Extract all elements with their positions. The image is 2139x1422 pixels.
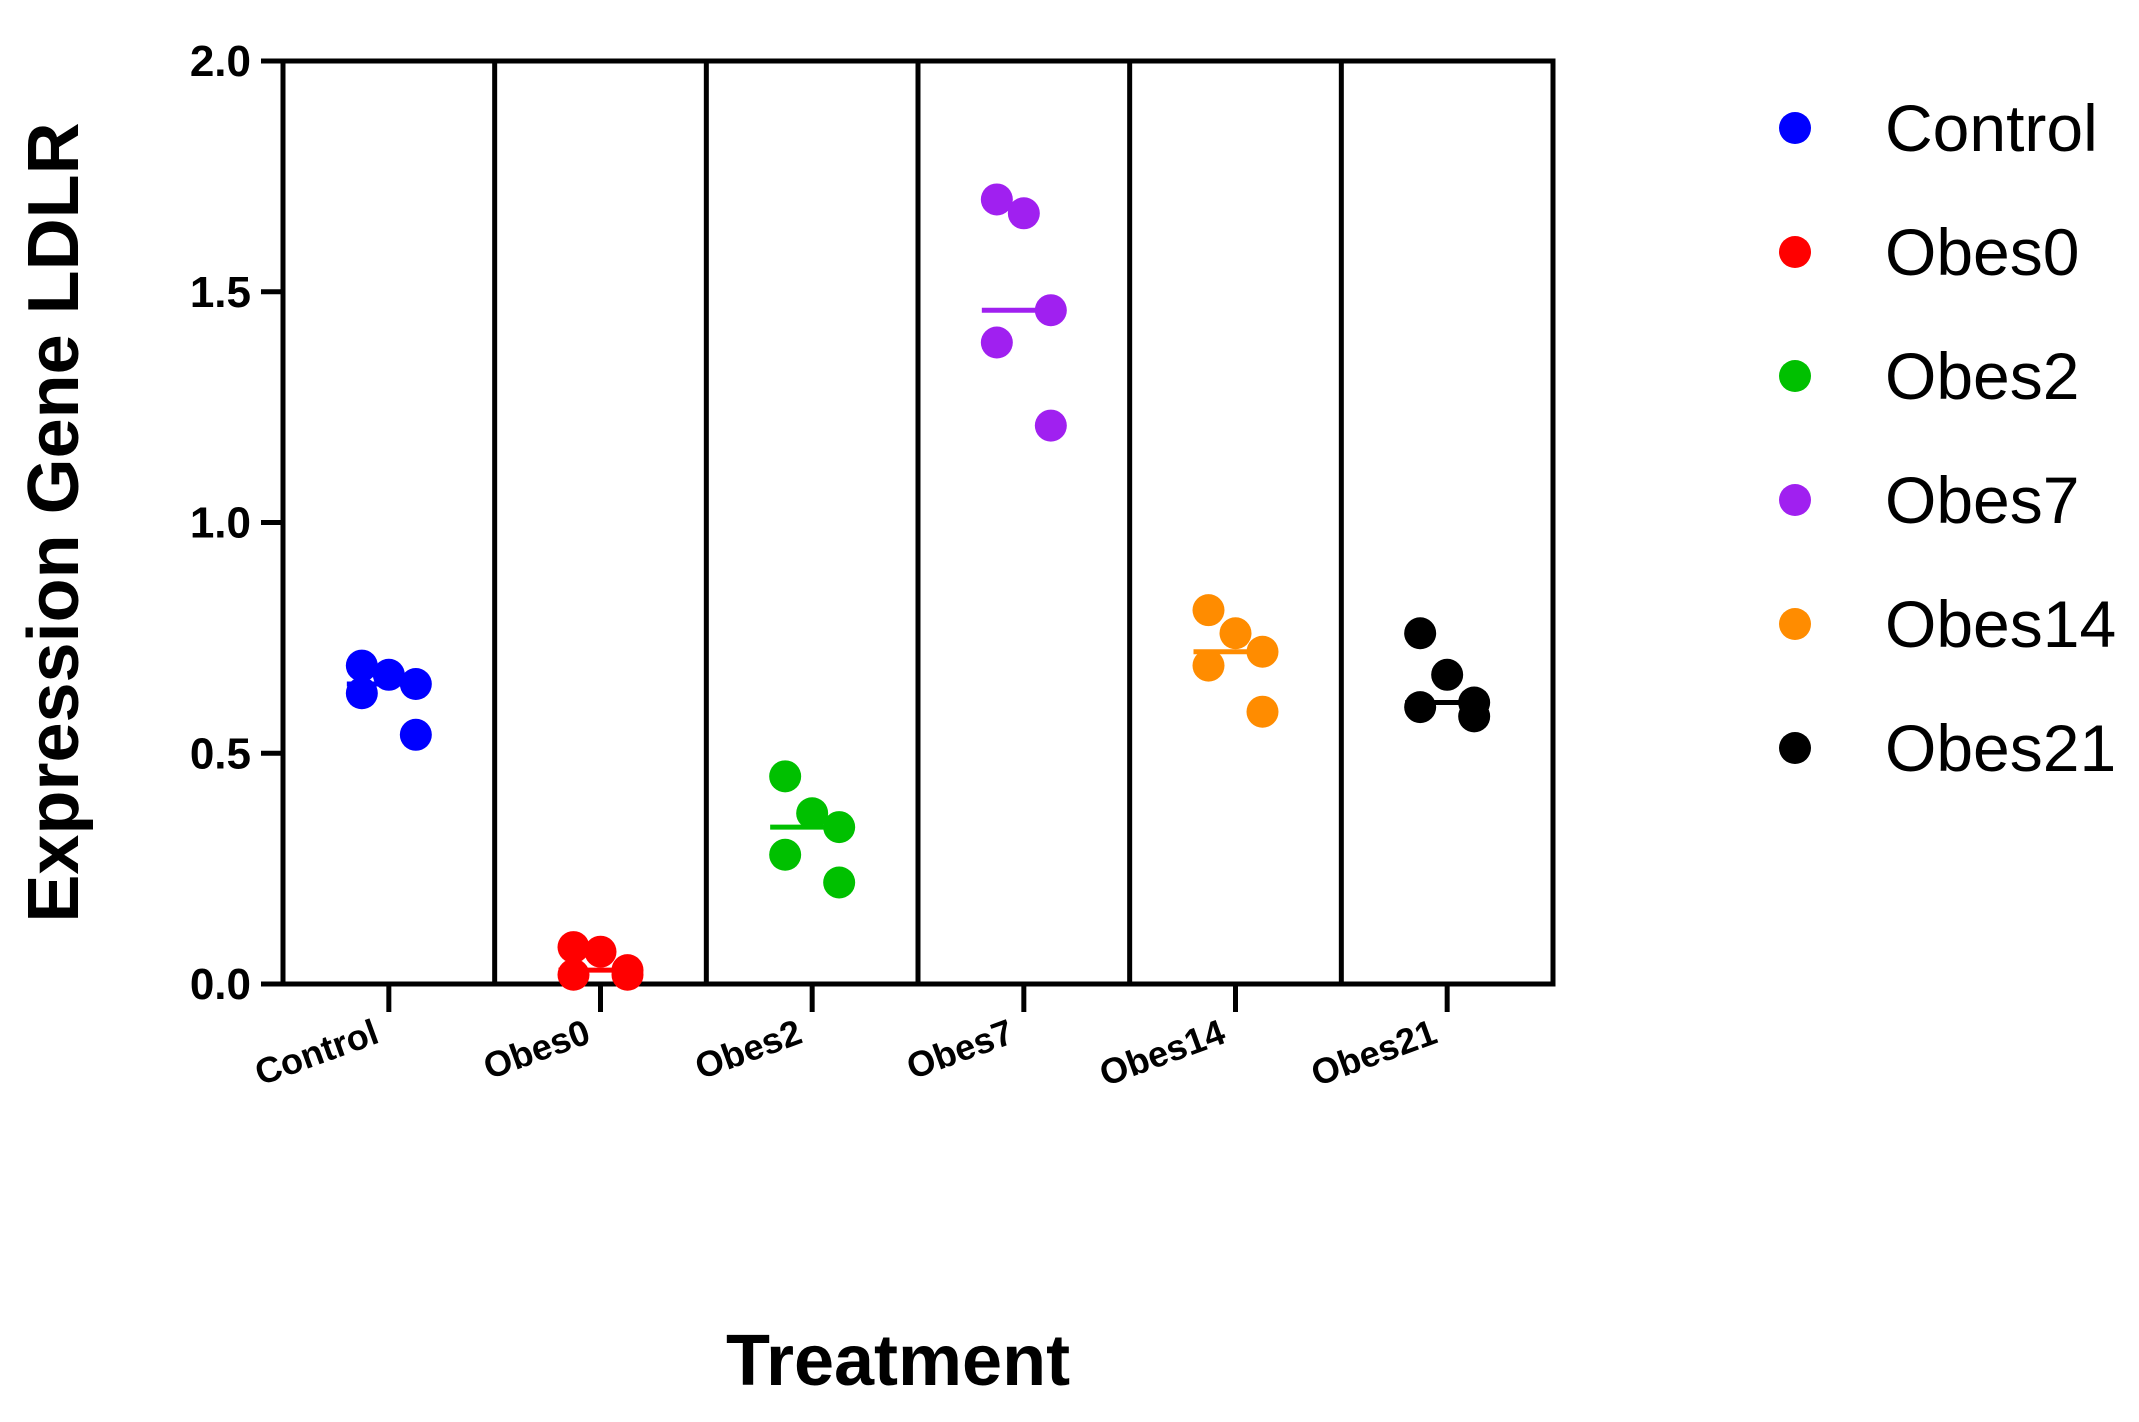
legend-label: Obes14 [1885, 587, 2116, 661]
data-point [1192, 649, 1225, 682]
data-point [769, 760, 802, 793]
data-point [1034, 409, 1067, 442]
legend-marker [1779, 112, 1811, 144]
legend-label: Obes0 [1885, 215, 2079, 289]
data-point [1404, 617, 1437, 650]
x-tick-label: Obes2 [689, 1011, 806, 1087]
data-point [1246, 695, 1279, 728]
x-tick-label: Obes7 [901, 1011, 1018, 1087]
data-point [557, 958, 590, 991]
x-tick-label: Obes0 [478, 1011, 595, 1087]
data-point [1007, 197, 1040, 230]
x-tick-label: Control [249, 1011, 383, 1093]
data-point [823, 866, 856, 899]
data-point [611, 958, 644, 991]
y-tick-label: 0.0 [190, 960, 251, 1009]
data-point [1404, 691, 1437, 724]
x-tick-label: Obes21 [1306, 1011, 1442, 1094]
x-tick-label: Obes14 [1094, 1011, 1230, 1094]
data-point [796, 797, 829, 830]
y-tick-label: 2.0 [190, 37, 251, 86]
y-tick-label: 0.5 [190, 729, 251, 778]
data-point [1431, 658, 1464, 691]
data-point [980, 326, 1013, 359]
legend-marker [1779, 236, 1811, 268]
median-lines [346, 307, 1490, 973]
data-point [769, 838, 802, 871]
legend-marker [1779, 732, 1811, 764]
y-tick-label: 1.5 [190, 268, 251, 317]
data-point [584, 935, 617, 968]
legend-marker [1779, 484, 1811, 516]
legend-marker [1779, 608, 1811, 640]
panel-separators [280, 58, 1556, 987]
legend-label: Obes21 [1885, 711, 2116, 785]
data-point [1192, 594, 1225, 627]
legend-label: Obes2 [1885, 339, 2079, 413]
data-point [1458, 700, 1491, 733]
y-tick-label: 1.0 [190, 499, 251, 548]
legend-label: Obes7 [1885, 463, 2079, 537]
data-point [980, 183, 1013, 216]
data-point [399, 718, 432, 751]
data-point [557, 931, 590, 964]
data-point [345, 649, 378, 682]
legend-marker [1779, 360, 1811, 392]
y-axis-title: Expression Gene LDLR [14, 122, 94, 922]
y-axis: 0.0 0.5 1.0 1.5 2.0 [190, 37, 283, 1009]
x-axis-title: Treatment [726, 1321, 1070, 1401]
x-axis: Control Obes0 Obes2 Obes7 Obes14 Obes21 [249, 984, 1450, 1094]
legend-label: Control [1885, 91, 2098, 165]
data-point [1219, 617, 1252, 650]
